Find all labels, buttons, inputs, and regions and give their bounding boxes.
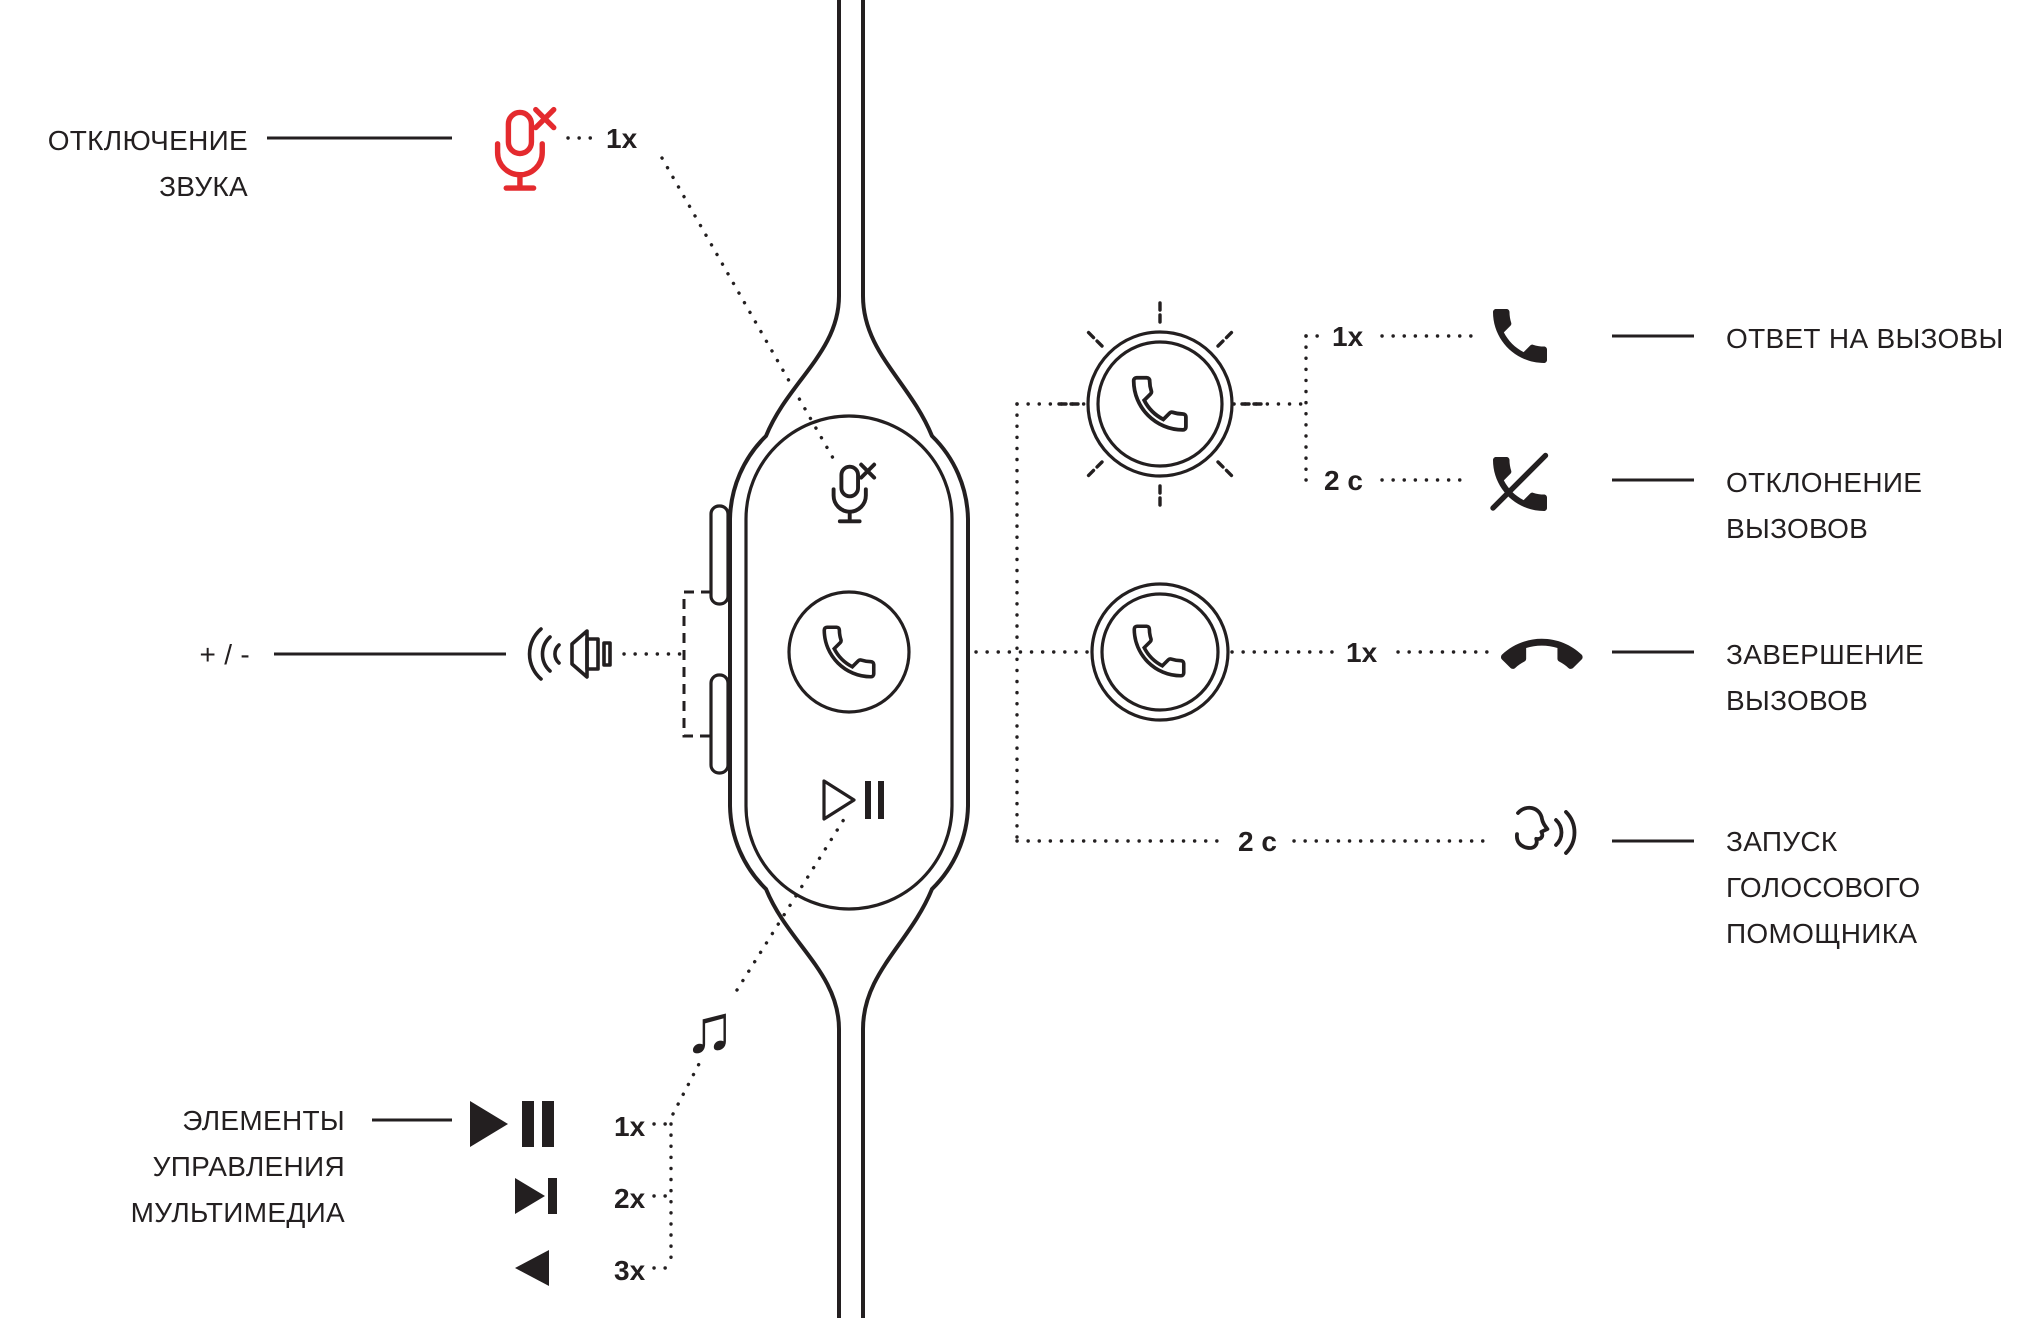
- media-controls-callout: ЭЛЕМЕНТЫ УПРАВЛЕНИЯ МУЛЬТИМЕДИА 1x 2x 3x…: [131, 814, 848, 1286]
- volume-rocker-up: [709, 504, 730, 606]
- next-track-icon: [515, 1178, 557, 1214]
- muted-mic-icon: [498, 110, 554, 188]
- end-label-line1: ЗАВЕРШЕНИЕ: [1726, 639, 1924, 670]
- assistant-label-line2: ГОЛОСОВОГО: [1726, 872, 1921, 903]
- assistant-hold-count: 2 с: [1238, 826, 1277, 857]
- incoming-call-handset-icon: [1131, 375, 1188, 432]
- assistant-label-line3: ПОМОЩНИКА: [1726, 918, 1917, 949]
- mute-callout: ОТКЛЮЧЕНИЕ ЗВУКА 1x: [48, 110, 835, 460]
- answer-calls-row: 1x ОТВЕТ НА ВЫЗОВЫ: [1332, 309, 2004, 363]
- media-tap-play-pause: 1x: [614, 1111, 646, 1142]
- mute-dotted-2: [660, 156, 835, 460]
- answer-tap-count: 1x: [1332, 321, 1364, 352]
- music-note-icon: ♫: [684, 991, 735, 1067]
- volume-rocker-bracket: [682, 590, 711, 738]
- mute-label-line1: ОТКЛЮЧЕНИЕ: [48, 125, 248, 156]
- reject-label-line1: ОТКЛОНЕНИЕ: [1726, 467, 1922, 498]
- reject-calls-row: 2 с ОТКЛОНЕНИЕ ВЫЗОВОВ: [1324, 452, 1922, 544]
- answer-label: ОТВЕТ НА ВЫЗОВЫ: [1726, 323, 2004, 354]
- cable-outline-right: [861, 0, 970, 1318]
- media-label-line1: ЭЛЕМЕНТЫ: [182, 1105, 345, 1136]
- end-label-line2: ВЫЗОВОВ: [1726, 685, 1868, 716]
- media-label-line2: УПРАВЛЕНИЯ: [153, 1151, 345, 1182]
- cable-outline-left: [728, 0, 841, 1318]
- active-call-handset-icon: [1132, 624, 1186, 678]
- media-dotted-connectors: [652, 814, 848, 1270]
- media-label-line3: МУЛЬТИМЕДИА: [131, 1197, 345, 1228]
- device-call-button: [787, 590, 911, 714]
- voice-assistant-row: 2 с ЗАПУСК ГОЛОСОВОГО ПОМОЩНИКА: [1238, 805, 1921, 949]
- answer-phone-icon: [1493, 309, 1547, 363]
- call-connectors: [974, 402, 1228, 843]
- mute-tap-count: 1x: [606, 123, 638, 154]
- speaker-icon: [527, 627, 612, 681]
- device-mute-mic-icon: [831, 462, 877, 524]
- play-pause-icon: [470, 1101, 554, 1147]
- volume-callout: + / -: [199, 627, 682, 681]
- end-call-icon: [1501, 638, 1583, 669]
- end-tap-count: 1x: [1346, 637, 1378, 668]
- volume-rocker-down: [709, 673, 730, 775]
- volume-label: + / -: [199, 639, 250, 670]
- end-calls-row: 1x ЗАВЕРШЕНИЕ ВЫЗОВОВ: [1090, 582, 1924, 722]
- previous-track-icon: [515, 1250, 549, 1286]
- flash-rays: [1056, 300, 1264, 508]
- voice-assistant-icon: [1514, 805, 1577, 855]
- reject-phone-icon: [1490, 452, 1549, 511]
- headset-cable-and-remote: [682, 0, 970, 1318]
- incoming-call-indicator: [1056, 300, 1326, 508]
- assistant-label-line1: ЗАПУСК: [1726, 826, 1838, 857]
- remote-inner-outline: [744, 414, 954, 911]
- reject-label-line2: ВЫЗОВОВ: [1726, 513, 1868, 544]
- device-play-pause-icon: [822, 779, 884, 821]
- mute-label-line2: ЗВУКА: [159, 171, 248, 202]
- media-tap-previous: 3x: [614, 1255, 646, 1286]
- device-handset-icon: [822, 625, 876, 679]
- reject-hold-count: 2 с: [1324, 465, 1363, 496]
- media-tap-next: 2x: [614, 1183, 646, 1214]
